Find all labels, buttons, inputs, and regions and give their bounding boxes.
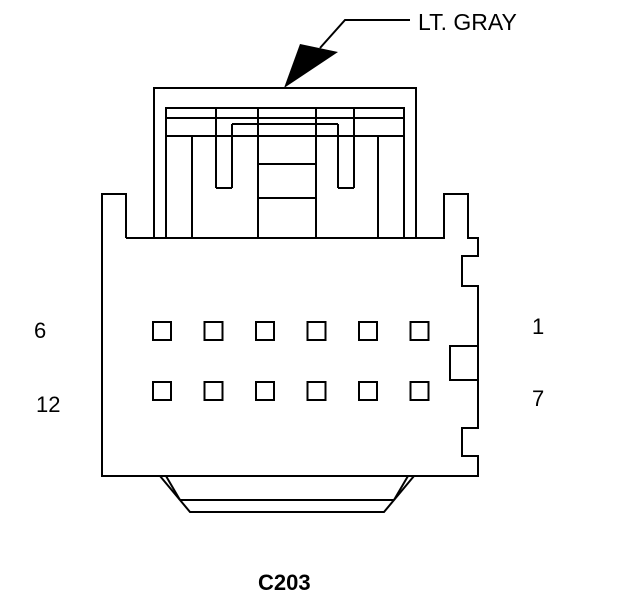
cavity-grid: [152, 321, 430, 401]
cavity: [409, 321, 430, 341]
cavity: [255, 321, 275, 341]
color-callout-leader: [284, 19, 410, 88]
connector-body: [101, 193, 479, 477]
connector-latch: [153, 87, 417, 239]
cavity: [152, 321, 172, 341]
cavity: [203, 321, 224, 341]
cavity: [358, 381, 378, 401]
cavity: [203, 381, 224, 401]
pin-label-top-left: 6: [34, 318, 46, 343]
cavity: [306, 321, 327, 341]
cavity: [255, 381, 275, 401]
pin-label-bottom-left: 12: [36, 392, 60, 417]
pin-label-bottom-right: 7: [532, 386, 544, 411]
pin-label-top-right: 1: [532, 314, 544, 339]
cavity: [358, 321, 378, 341]
connector-id: C203: [258, 570, 311, 595]
color-callout-label: LT. GRAY: [418, 9, 517, 35]
connector-skirt: [159, 475, 415, 513]
cavity: [306, 381, 327, 401]
cavity: [152, 381, 172, 401]
cavity: [409, 381, 430, 401]
